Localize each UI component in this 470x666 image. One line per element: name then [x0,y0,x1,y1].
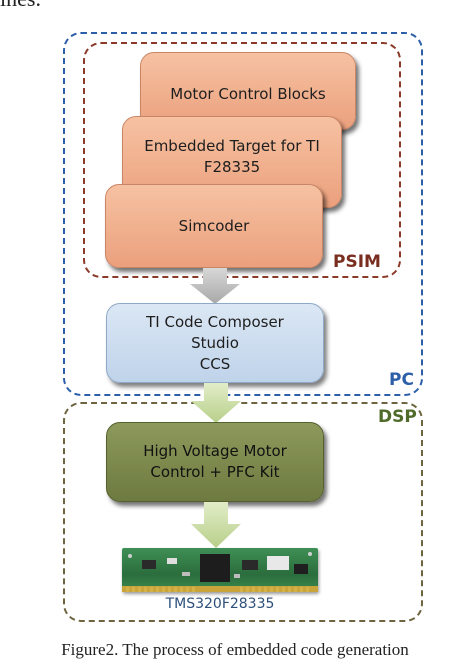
header-text-fragment: ines. [0,0,120,26]
ccs-line2: Studio [191,333,239,352]
ccs-box: TI Code Composer Studio CCS [106,303,324,383]
arrow-down-green-icon-2 [191,502,241,548]
dsp-region-label: DSP [378,407,417,427]
arrow-down-gray-icon [190,268,240,304]
embedded-target-line1: Embedded Target for TI [144,137,320,155]
arrow-down-green-icon [191,383,241,423]
dsp-board-image [122,548,318,592]
dsp-region [63,402,423,622]
dsp-kit-line2: Control + PFC Kit [150,463,280,481]
psim-region-label: PSIM [333,252,381,272]
ccs-line1: TI Code Composer [146,312,284,331]
embedded-target-line2: F28335 [203,158,261,176]
figure-caption: Figure2. The process of embedded code ge… [61,640,409,659]
chip-label: TMS320F28335 [165,596,275,612]
pc-region [63,32,423,396]
motor-control-blocks-label: Motor Control Blocks [170,85,326,103]
embedded-target-label: Embedded Target for TI F28335 [144,136,320,178]
circuit-board-icon [122,552,318,592]
simcoder-box: Simcoder [105,184,323,268]
ccs-line3: CCS [199,354,231,373]
dsp-kit-box: High Voltage Motor Control + PFC Kit [106,422,324,502]
ccs-label: TI Code Composer Studio CCS [146,312,284,375]
psim-region [83,42,401,278]
pc-region-label: PC [389,370,414,390]
dsp-kit-label: High Voltage Motor Control + PFC Kit [143,441,287,483]
dsp-kit-line1: High Voltage Motor [143,442,287,460]
simcoder-label: Simcoder [178,216,250,235]
